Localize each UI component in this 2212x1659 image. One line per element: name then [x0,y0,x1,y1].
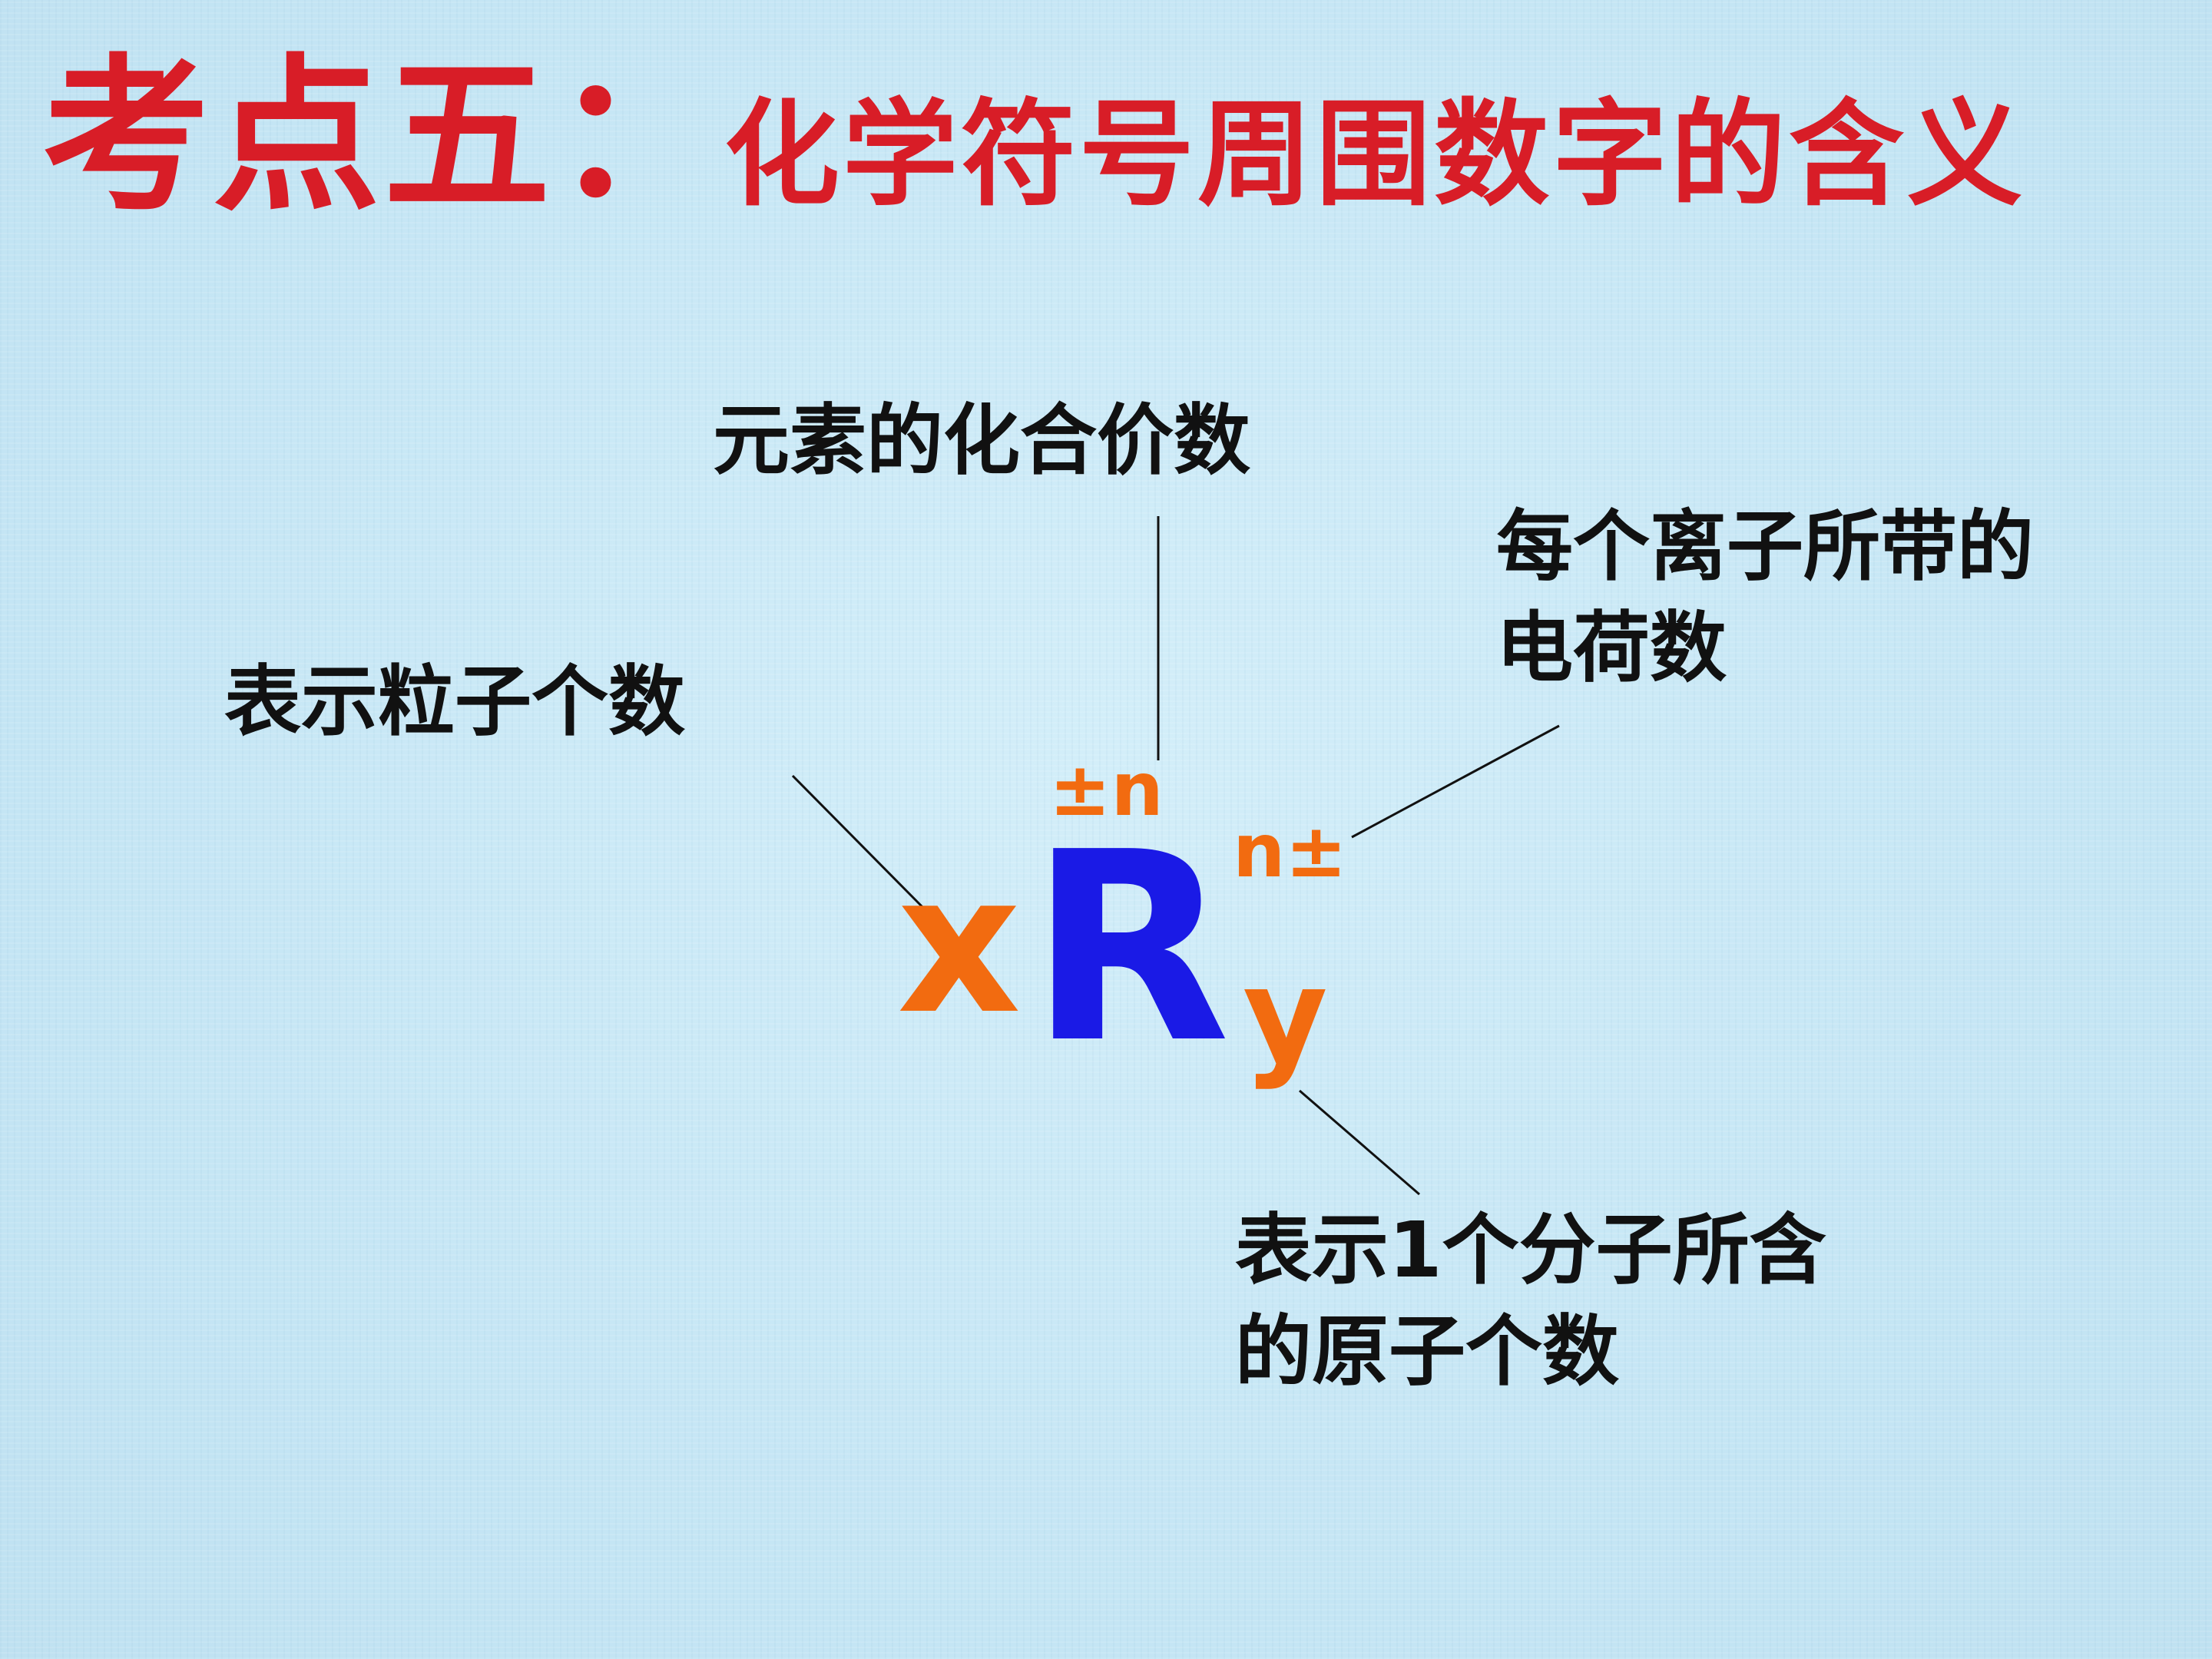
ion-charge-label-line2: 电荷数 [1496,603,1727,693]
charge-connector [1351,724,1560,839]
subscript-y: y [1243,940,1328,1092]
coefficient-x: x [897,833,1022,1056]
particle-count-connector [791,774,932,917]
valence-mark: ±n [1049,747,1164,833]
particle-count-label: 表示粒子个数 [224,657,685,747]
element-symbol-r: R [1029,796,1230,1101]
page-title: 考点五：化学符号周围数字的含义 [42,54,2025,221]
atom-count-label-line2: 的原子个数 [1235,1306,1619,1396]
charge-mark: n± [1233,808,1347,894]
atom-count-label-line1: 表示1个分子所含 [1235,1205,1826,1295]
ion-charge-label-line1: 每个离子所带的 [1496,502,2034,591]
atom-count-connector [1299,1089,1420,1196]
ion-charge-label: 每个离子所带的 电荷数 [1496,496,2034,699]
title-main: 化学符号周围数字的含义 [724,88,2026,222]
atom-count-label: 表示1个分子所含 的原子个数 [1235,1200,1826,1402]
title-prefix: 考点五： [42,40,724,234]
valence-label: 元素的化合价数 [713,396,1250,485]
